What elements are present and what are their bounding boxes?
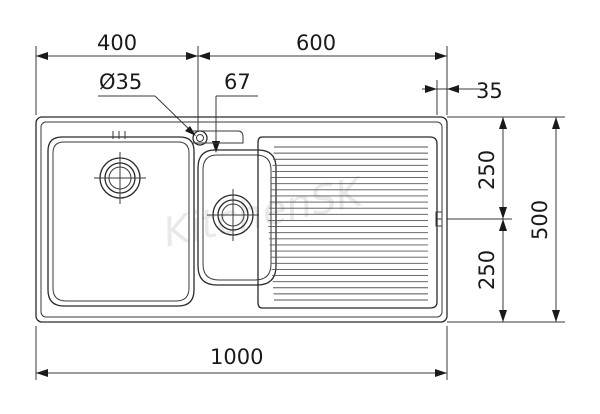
- dim-1000-label: 1000: [210, 345, 263, 369]
- dim-600-label: 600: [296, 31, 336, 55]
- edge-offset-dimension: [422, 80, 485, 115]
- small-bowl-inner: [202, 154, 272, 281]
- dim-67-label: 67: [224, 70, 251, 94]
- dim-diameter-35-label: Ø35: [99, 70, 142, 94]
- tap-offset-leader: [212, 95, 258, 153]
- large-bowl-inner: [52, 141, 190, 302]
- large-bowl: [47, 136, 195, 307]
- dim-250-upper-label: 250: [475, 150, 499, 190]
- right-vertical-dimensions: [447, 116, 565, 323]
- overflow-marks: [112, 131, 126, 139]
- watermark-text: KitchenSK: [159, 169, 369, 257]
- dim-250-lower-label: 250: [475, 250, 499, 290]
- dim-500-label: 500: [528, 200, 552, 240]
- tap-ledge: [193, 130, 244, 144]
- top-dimension-line: [35, 46, 448, 132]
- sink-outer-outline: [35, 116, 448, 323]
- bottom-dimension-line: [35, 326, 448, 380]
- dim-400-label: 400: [97, 31, 137, 55]
- drainer-area: [257, 136, 438, 309]
- small-bowl: [197, 149, 277, 286]
- drainer-ribs: [268, 146, 428, 301]
- dim-35-edge-label: 35: [476, 79, 503, 103]
- tap-hole-leader: [98, 95, 196, 136]
- small-bowl-drain-icon: [207, 189, 259, 241]
- large-bowl-drain-icon: [94, 152, 146, 204]
